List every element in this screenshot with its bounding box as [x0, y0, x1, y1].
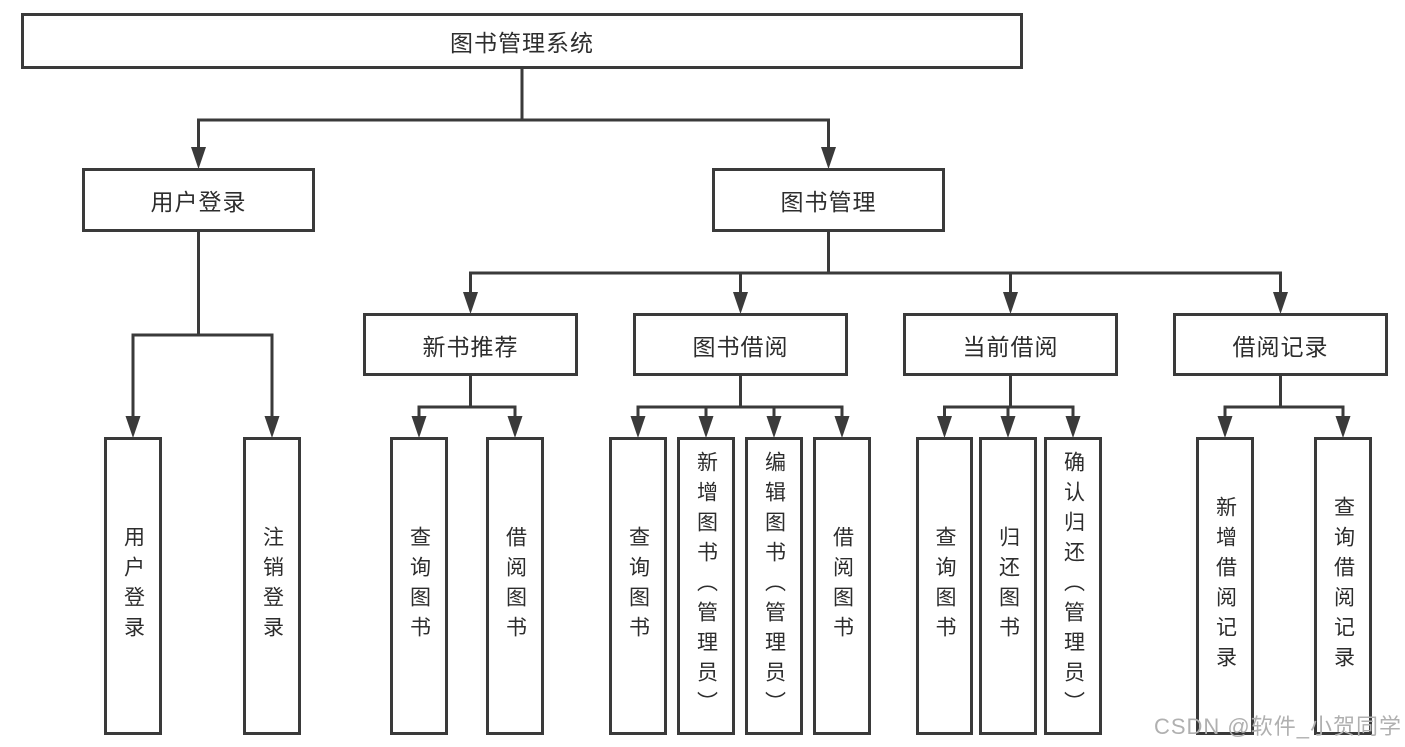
node-label-leaf-nb-query: 查询图书 — [407, 526, 431, 646]
node-leaf-cb-return: 归还图书 — [979, 437, 1037, 735]
node-current-borrow: 当前借阅 — [903, 313, 1118, 376]
node-new-book-rec: 新书推荐 — [363, 313, 578, 376]
arrowhead — [1003, 292, 1018, 314]
node-label-leaf-user-login: 用户登录 — [121, 526, 145, 646]
node-label-leaf-logout: 注销登录 — [260, 526, 284, 646]
node-leaf-bb-borrow: 借阅图书 — [813, 437, 871, 735]
node-label-leaf-bb-edit: 编辑图书（管理员） — [762, 451, 786, 721]
node-leaf-cb-query: 查询图书 — [916, 437, 973, 735]
node-root: 图书管理系统 — [21, 13, 1023, 69]
arrowhead — [411, 416, 427, 438]
node-label-leaf-br-add: 新增借阅记录 — [1213, 496, 1237, 676]
node-leaf-nb-query: 查询图书 — [390, 437, 448, 735]
node-leaf-bb-add: 新增图书（管理员） — [677, 437, 735, 735]
arrowhead — [937, 416, 952, 438]
node-label-borrow-records: 借阅记录 — [1232, 333, 1329, 360]
node-leaf-bb-query: 查询图书 — [609, 437, 667, 735]
node-label-leaf-nb-borrow: 借阅图书 — [503, 526, 527, 646]
node-label-leaf-cb-return: 归还图书 — [996, 526, 1020, 646]
arrowhead — [191, 147, 206, 169]
node-label-leaf-cb-query: 查询图书 — [933, 526, 957, 646]
arrowhead — [125, 416, 141, 438]
arrowhead — [698, 416, 714, 438]
arrowhead — [834, 416, 850, 438]
node-label-book-mgmt: 图书管理 — [780, 189, 877, 215]
arrowhead — [1335, 416, 1351, 438]
node-label-new-book-rec: 新书推荐 — [422, 333, 519, 360]
arrowhead — [1000, 416, 1016, 438]
node-label-current-borrow: 当前借阅 — [962, 333, 1059, 360]
node-leaf-nb-borrow: 借阅图书 — [486, 437, 544, 735]
node-user-login: 用户登录 — [82, 168, 315, 232]
arrowhead — [630, 416, 646, 438]
arrowhead — [1217, 416, 1233, 438]
arrowhead — [463, 292, 478, 314]
node-book-borrow: 图书借阅 — [633, 313, 848, 376]
node-label-leaf-bb-add: 新增图书（管理员） — [694, 451, 718, 721]
node-label-book-borrow: 图书借阅 — [692, 333, 789, 360]
node-label-root: 图书管理系统 — [450, 30, 594, 56]
node-label-leaf-bb-query: 查询图书 — [626, 526, 650, 646]
node-leaf-user-login: 用户登录 — [104, 437, 162, 735]
node-label-leaf-cb-confirm: 确认归还（管理员） — [1061, 451, 1085, 721]
node-label-leaf-bb-borrow: 借阅图书 — [830, 526, 854, 646]
node-label-leaf-br-query: 查询借阅记录 — [1331, 496, 1355, 676]
node-leaf-cb-confirm: 确认归还（管理员） — [1044, 437, 1102, 735]
arrowhead — [766, 416, 782, 438]
arrowhead — [1065, 416, 1081, 438]
node-leaf-br-add: 新增借阅记录 — [1196, 437, 1254, 735]
arrowhead — [1273, 292, 1288, 314]
node-leaf-br-query: 查询借阅记录 — [1314, 437, 1372, 735]
node-leaf-bb-edit: 编辑图书（管理员） — [745, 437, 803, 735]
arrowhead — [507, 416, 523, 438]
arrowhead — [821, 147, 836, 169]
node-leaf-logout: 注销登录 — [243, 437, 301, 735]
arrowhead — [264, 416, 280, 438]
watermark: CSDN @软件_小贺同学 — [1153, 714, 1402, 739]
node-label-user-login: 用户登录 — [150, 189, 247, 215]
node-book-mgmt: 图书管理 — [712, 168, 945, 232]
node-borrow-records: 借阅记录 — [1173, 313, 1388, 376]
arrowhead — [733, 292, 748, 314]
